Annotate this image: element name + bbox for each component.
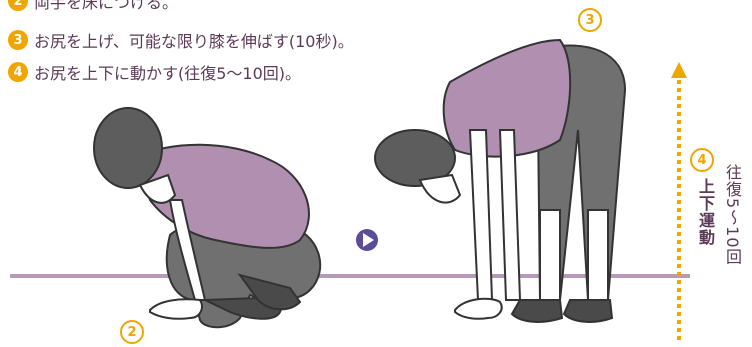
- step-4: 4 お尻を上下に動かす(往復5〜10回)。: [8, 60, 301, 84]
- step-text-3: お尻を上げ、可能な限り膝を伸ばす(10秒)。: [34, 32, 354, 51]
- vertical-motion-arrow: [671, 62, 687, 340]
- step-text-4: お尻を上下に動かす(往復5〜10回)。: [34, 64, 302, 83]
- crouching-figure: [93, 107, 322, 329]
- step-2: 2 両手を床につける。: [8, 0, 178, 13]
- figure-number-4: 4: [690, 148, 714, 172]
- step-text-2: 両手を床につける。: [34, 0, 179, 12]
- figure-number-3: 3: [578, 8, 602, 32]
- step-number-2: 2: [8, 0, 28, 11]
- step-3: 3 お尻を上げ、可能な限り膝を伸ばす(10秒)。: [8, 28, 354, 52]
- standing-bent-figure: [374, 38, 627, 323]
- play-arrow-icon: [356, 229, 378, 251]
- step-number-3: 3: [8, 30, 28, 50]
- motion-detail: 往復5〜10回: [723, 164, 742, 266]
- figure-number-2: 2: [120, 320, 144, 344]
- step-number-4: 4: [8, 62, 28, 82]
- motion-title: 上下運動: [696, 178, 715, 246]
